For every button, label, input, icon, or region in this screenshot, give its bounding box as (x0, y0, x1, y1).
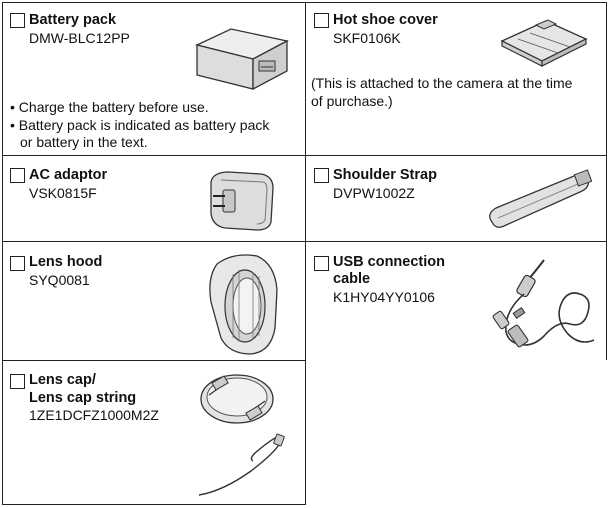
usb-cable-checkbox[interactable] (314, 256, 329, 271)
lens-cap-title-line-2: Lens cap string (29, 390, 137, 406)
hot-shoe-cover-title: Hot shoe cover (333, 12, 438, 28)
shoulder-strap-cell: Shoulder Strap DVPW1002Z (306, 155, 607, 241)
battery-note-1: • Charge the battery before use. (10, 99, 209, 115)
battery-pack-checkbox[interactable] (10, 13, 25, 28)
usb-cable-cell: USB connection cable K1HY04YY0106 (306, 241, 607, 360)
shoulder-strap-checkbox[interactable] (314, 168, 329, 183)
shoulder-strap-icon (489, 169, 593, 228)
battery-pack-cell: Battery pack DMW-BLC12PP • Charge the ba… (2, 2, 306, 155)
ac-adaptor-cell: AC adaptor VSK0815F (2, 155, 306, 241)
lens-hood-icon (209, 254, 278, 355)
battery-pack-title: Battery pack (29, 12, 117, 28)
hot-shoe-cover-icon (500, 19, 588, 67)
shoulder-strap-code: DVPW1002Z (333, 185, 415, 201)
hot-shoe-cover-checkbox[interactable] (314, 13, 329, 28)
lens-hood-cell: Lens hood SYQ0081 (2, 241, 306, 360)
lens-hood-checkbox[interactable] (10, 256, 25, 271)
usb-cable-title-line-1: USB connection (333, 254, 445, 270)
lens-cap-title-line-1: Lens cap/ (29, 372, 96, 388)
hot-shoe-note-line-2: of purchase.) (311, 92, 393, 109)
lens-cap-string-icon (198, 433, 285, 496)
battery-notes: • Charge the battery before use. • Batte… (10, 99, 302, 152)
battery-pack-icon (195, 28, 289, 91)
ac-adaptor-icon (210, 171, 274, 231)
usb-cable-icon (492, 259, 595, 348)
usb-cable-code: K1HY04YY0106 (333, 289, 435, 305)
lens-cap-icon (200, 374, 274, 424)
ac-adaptor-checkbox[interactable] (10, 168, 25, 183)
hot-shoe-cover-cell: Hot shoe cover SKF0106K (This is attache… (306, 2, 607, 155)
hot-shoe-note: (This is attached to the camera at the t… (311, 75, 605, 110)
hot-shoe-note-line-1: (This is attached to the camera at the t… (311, 75, 573, 91)
lens-hood-title: Lens hood (29, 254, 103, 270)
usb-cable-title-line-2: cable (333, 271, 371, 287)
lens-cap-checkbox[interactable] (10, 374, 25, 389)
battery-note-3: or battery in the text. (20, 134, 148, 150)
ac-adaptor-code: VSK0815F (29, 185, 97, 201)
lens-cap-cell: Lens cap/ Lens cap string 1ZE1DCFZ1000M2… (2, 360, 306, 505)
shoulder-strap-title: Shoulder Strap (333, 167, 437, 183)
hot-shoe-cover-code: SKF0106K (333, 30, 401, 46)
lens-hood-code: SYQ0081 (29, 272, 90, 288)
ac-adaptor-title: AC adaptor (29, 167, 108, 183)
battery-pack-code: DMW-BLC12PP (29, 30, 130, 46)
battery-note-2: • Battery pack is indicated as battery p… (10, 116, 270, 133)
lens-cap-code: 1ZE1DCFZ1000M2Z (29, 407, 159, 423)
